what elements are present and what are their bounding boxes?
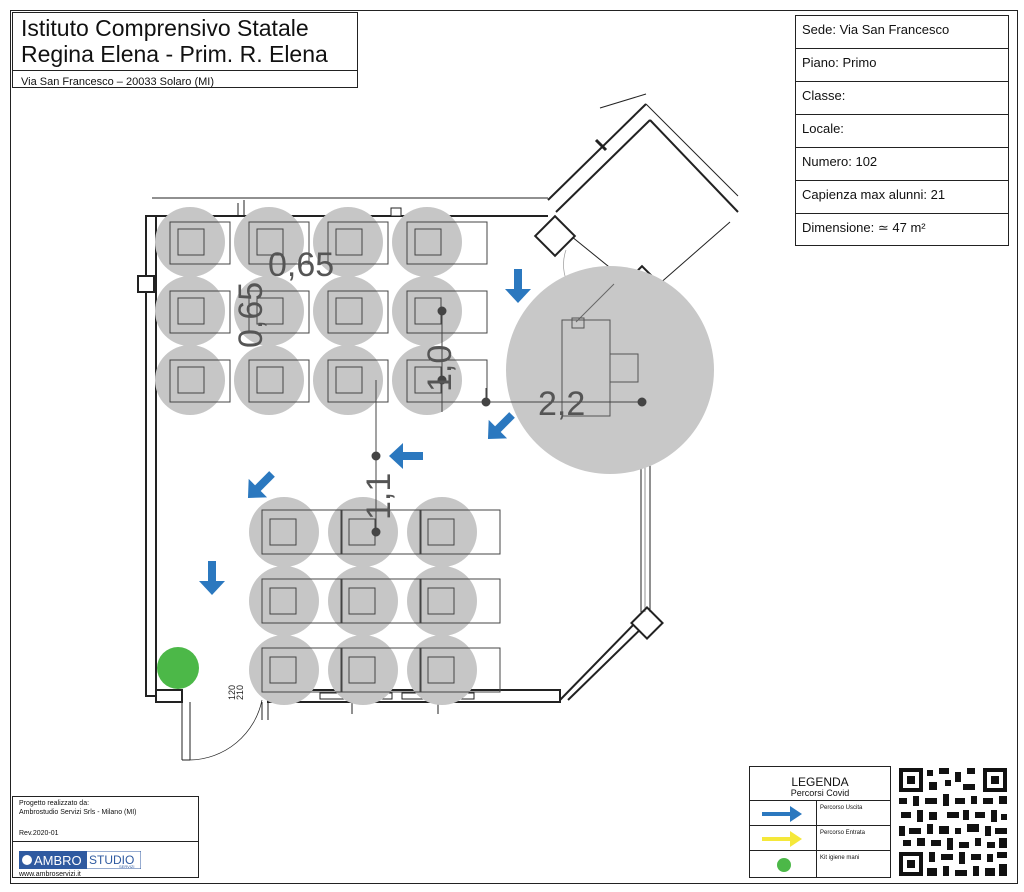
info-classe: Classe:	[796, 82, 1008, 115]
credit-divider	[13, 841, 198, 842]
title-block: Istituto Comprensivo Statale Regina Elen…	[12, 12, 358, 88]
info-sede: Sede: Via San Francesco	[796, 16, 1008, 49]
info-capienza: Capienza max alunni: 21	[796, 181, 1008, 214]
info-locale: Locale:	[796, 115, 1008, 148]
legend-label-kit: Kit igiene mani	[820, 855, 860, 861]
credit-line2: Ambrostudio Servizi Srls - Milano (MI)	[19, 809, 137, 816]
dim-label-teacher: 2,2	[538, 385, 585, 423]
revision-label: Rev.2020-01	[19, 830, 59, 837]
dim-label-top: 0,65	[268, 246, 334, 284]
blue-arrow-icon	[762, 806, 802, 822]
school-title-line1: Istituto Comprensivo Statale	[21, 15, 309, 41]
dim-label-middle: 1,0	[421, 345, 459, 392]
logo-text-servizi: SERVIZI	[119, 864, 135, 869]
credit-line1: Progetto realizzato da:	[19, 800, 90, 807]
legend-item-entry: Percorso Entrata	[750, 826, 890, 851]
qr-code-icon	[897, 766, 1009, 878]
door-dim-120: 120	[227, 685, 237, 700]
dim-label-lower: 1,1	[360, 473, 398, 520]
teacher-desk-area	[506, 266, 714, 474]
exit-path-arrow-1	[505, 269, 531, 303]
legend-label-entry: Percorso Entrata	[820, 830, 866, 836]
info-dimensione: Dimensione: ≃ 47 m²	[802, 220, 926, 235]
exit-path-arrow-5	[199, 561, 225, 595]
yellow-arrow-icon	[762, 831, 802, 847]
logo-text-studio: STUDIO	[89, 853, 134, 867]
title-divider	[13, 70, 357, 71]
info-piano: Piano: Primo	[796, 49, 1008, 82]
legend-header: LEGENDA Percorsi Covid	[750, 767, 890, 801]
green-dot-icon	[777, 858, 791, 872]
legend-label-exit: Percorso Uscita	[820, 805, 863, 811]
distance-lines	[371, 306, 647, 537]
school-address: Via San Francesco – 20033 Solaro (MI)	[21, 76, 215, 88]
door-dim-210: 210	[235, 685, 245, 700]
info-numero: Numero: 102	[796, 148, 1008, 181]
logo-text-ambro: AMBRO	[34, 853, 82, 868]
student-desks-lower	[249, 497, 501, 705]
legend-item-exit: Percorso Uscita	[750, 801, 890, 826]
legend-subtitle: Percorsi Covid	[790, 788, 850, 798]
student-desks-upper	[155, 207, 488, 415]
exit-path-arrow-2	[478, 405, 522, 449]
room-info-table: Sede: Via San Francesco Piano: Primo Cla…	[795, 15, 1009, 246]
ambrostudio-logo: AMBRO STUDIO SERVIZI	[19, 851, 141, 869]
hand-sanitizer-kit-icon	[157, 647, 199, 689]
drawing-sheet-border	[10, 10, 1018, 884]
dim-label-left: 0,65	[232, 282, 270, 348]
credit-block: Progetto realizzato da: Ambrostudio Serv…	[12, 796, 199, 878]
company-website: www.ambroservizi.it	[19, 871, 81, 878]
legend-box: LEGENDA Percorsi Covid Percorso Uscita P…	[749, 766, 891, 878]
exit-path-arrow-3	[389, 443, 423, 469]
school-title-line2: Regina Elena - Prim. R. Elena	[21, 41, 328, 67]
legend-title: LEGENDA	[791, 775, 849, 789]
legend-item-kit: Kit igiene mani	[750, 851, 890, 877]
